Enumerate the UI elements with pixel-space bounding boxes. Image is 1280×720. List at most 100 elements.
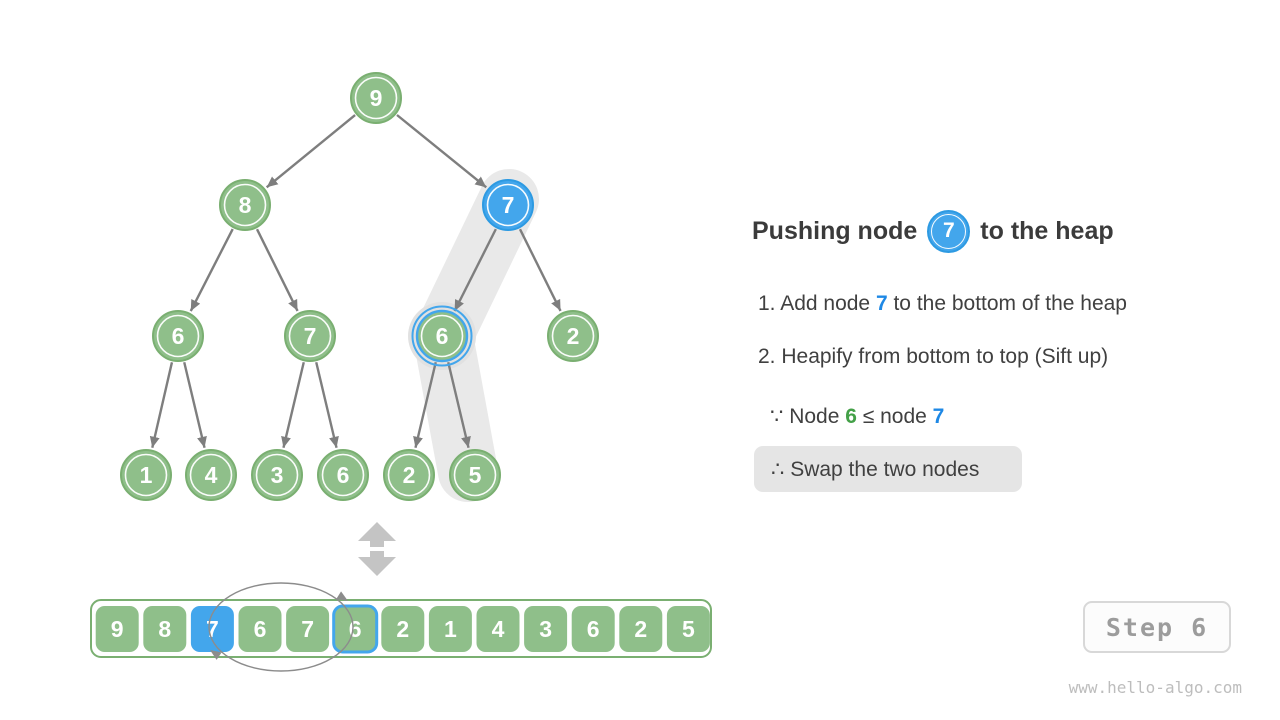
node-inner-ring [551, 314, 595, 358]
array-cell-box [381, 606, 425, 652]
tree-edge [413, 361, 437, 449]
heading-pre: Pushing node [752, 216, 918, 245]
array-cell-box [524, 606, 568, 652]
tree-edge [315, 361, 339, 449]
explanation-panel: Pushing node 7 to the heap 1. Add node 7… [752, 208, 1222, 492]
heading-post: to the heap [980, 216, 1114, 245]
because-blue-number: 7 [932, 405, 945, 428]
node-inner-ring [354, 76, 398, 120]
array-cell-value: 6 [254, 616, 267, 642]
array-cell-value: 2 [396, 616, 409, 642]
node-value: 2 [567, 323, 580, 349]
node-value: 9 [370, 85, 383, 111]
step-1-text: 1. Add node 7 to the bottom of the heap [758, 292, 1127, 316]
array-cell: 7 [286, 606, 330, 652]
node-inner-ring [288, 314, 332, 358]
node-inner-ring [189, 453, 233, 497]
node-inner-ring [387, 453, 431, 497]
because-line: ∵ Node 6 ≤ node 7 [770, 404, 944, 429]
watermark-text: www.hello-algo.com [1068, 678, 1242, 697]
array-cell-box [332, 604, 379, 654]
swap-ellipse [208, 582, 354, 672]
array-cell-box [571, 606, 615, 652]
array-cell: 8 [143, 606, 187, 652]
tree-node: 7 [482, 179, 534, 231]
array-cell-box [476, 606, 520, 652]
tree-edge [149, 362, 174, 448]
tree-node: 9 [350, 72, 402, 124]
pushed-node-badge: 7 [927, 209, 971, 253]
node-inner-ring [223, 183, 267, 227]
tree-edge [447, 361, 471, 449]
node-inner-ring [453, 453, 497, 497]
array-cell: 6 [571, 606, 615, 652]
tree-array-double-arrow-icon [358, 522, 396, 576]
step-2-label: 2. Heapify from bottom to top (Sift up) [758, 345, 1109, 368]
swap-arrowhead [336, 591, 348, 601]
node-value: 4 [205, 462, 218, 488]
array-cell: 3 [524, 606, 568, 652]
node-circle [251, 449, 303, 501]
array-container [90, 599, 712, 658]
watermark: www.hello-algo.com [1069, 678, 1242, 697]
array-cell-box [190, 606, 234, 652]
array-cell-value: 7 [206, 616, 219, 642]
array-cell: 1 [428, 606, 472, 652]
array-cell-box [666, 606, 710, 652]
array-cell-box [95, 606, 139, 652]
tree-node: 2 [383, 449, 435, 501]
down-arrow-icon [358, 551, 396, 576]
node-circle [284, 310, 336, 362]
node-circle [547, 310, 599, 362]
tree-edge [255, 228, 299, 312]
tree-edge [265, 114, 356, 189]
tree-node: 6 [411, 305, 473, 367]
array-cell-box [619, 606, 663, 652]
node-circle [383, 449, 435, 501]
tree-node: 3 [251, 449, 303, 501]
node-value: 6 [436, 323, 449, 349]
array-cell-value: 9 [111, 616, 124, 642]
node-value: 5 [469, 462, 482, 488]
therefore-box: ∴ Swap the two nodes [754, 446, 1022, 492]
array-cell-box [286, 606, 330, 652]
therefore-label: ∴ Swap the two nodes [771, 457, 980, 481]
array-cell: 9 [95, 606, 139, 652]
node-circle [482, 179, 534, 231]
because-mid: ≤ node [856, 405, 933, 428]
tree-node: 5 [449, 449, 501, 501]
tree-node: 1 [120, 449, 172, 501]
tree-edge [453, 228, 497, 312]
array-cell-value: 2 [634, 616, 647, 642]
tree-node: 7 [284, 310, 336, 362]
array-cell-value: 3 [539, 616, 552, 642]
node-inner-ring [255, 453, 299, 497]
because-green-number: 6 [845, 405, 857, 428]
tree-edge [396, 114, 488, 189]
node-circle [120, 449, 172, 501]
array-cell-box [238, 606, 282, 652]
step-2-text: 2. Heapify from bottom to top (Sift up) [758, 345, 1108, 369]
node-circle [185, 449, 237, 501]
tree-node: 8 [219, 179, 271, 231]
array-cell-value: 8 [158, 616, 171, 642]
swap-ellipse-arrows [208, 582, 354, 672]
array-cell: 2 [381, 606, 425, 652]
step-counter-badge: Step 6 [1083, 601, 1231, 653]
array-cell-value: 7 [301, 616, 314, 642]
tree-edge [189, 228, 234, 312]
node-value: 7 [304, 323, 317, 349]
tree-node: 6 [152, 310, 204, 362]
swap-arrowhead [210, 650, 222, 660]
array-cell: 2 [619, 606, 663, 652]
node-inner-ring [124, 453, 168, 497]
tree-edges [149, 114, 562, 449]
step-counter-label: Step 6 [1105, 612, 1209, 642]
step-1-post: to the bottom of the heap [887, 292, 1127, 315]
tree-node: 6 [317, 449, 369, 501]
outer-blue-ring [411, 305, 473, 367]
node-value: 8 [239, 192, 252, 218]
